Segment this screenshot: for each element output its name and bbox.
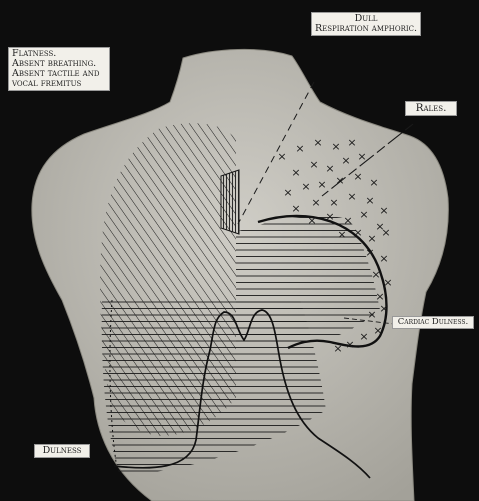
rale-mark: × [325,210,334,223]
rale-mark: × [329,196,338,209]
rale-mark: × [335,174,344,187]
rale-mark: × [367,232,376,245]
rale-mark: × [291,166,300,179]
rale-mark: × [379,302,388,315]
rale-mark: × [331,140,340,153]
rale-mark: × [365,246,374,259]
rale-mark: × [347,190,356,203]
rale-mark: × [357,150,366,163]
rale-mark: × [301,180,310,193]
rale-mark: × [309,158,318,171]
rale-mark: × [311,196,320,209]
vertical-hatched-patch [221,170,239,234]
rale-mark: × [307,214,316,227]
rale-mark: × [373,324,382,337]
dulness-text: Dulness [38,446,86,456]
rale-mark: × [379,252,388,265]
rale-mark: × [371,268,380,281]
rale-mark: × [277,150,286,163]
flatness-line-4: vocal fremitus [12,79,106,89]
rale-mark: × [353,226,362,239]
rale-mark: × [359,330,368,343]
rale-mark: × [347,136,356,149]
rale-mark: × [365,194,374,207]
rale-mark: × [337,228,346,241]
rale-mark: × [291,202,300,215]
rale-mark: × [317,178,326,191]
rale-mark: × [343,214,352,227]
rale-mark: × [333,342,342,355]
rale-mark: × [345,338,354,351]
cardiac-dulness-text: Cardiac Dulness. [396,318,470,327]
dulness-label: Dulness [34,444,90,458]
rale-mark: × [325,162,334,175]
flatness-label: Flatness. Absent breathing. Absent tacti… [8,47,110,91]
rale-mark: × [369,176,378,189]
rale-mark: × [313,136,322,149]
dull-respiration-label: Dull Respiration amphoric. [311,12,421,36]
rale-mark: × [295,142,304,155]
rale-mark: × [367,308,376,321]
rale-mark: × [341,154,350,167]
cardiac-dulness-label: Cardiac Dulness. [392,316,474,329]
dull-line-2: Respiration amphoric. [315,24,417,34]
rale-mark: × [379,204,388,217]
rale-mark: × [381,226,390,239]
rale-mark: × [359,208,368,221]
rale-mark: × [353,170,362,183]
rale-mark: × [383,276,392,289]
rales-text: Rales. [409,103,453,114]
rale-mark: × [283,186,292,199]
rales-label: Rales. [405,101,457,116]
